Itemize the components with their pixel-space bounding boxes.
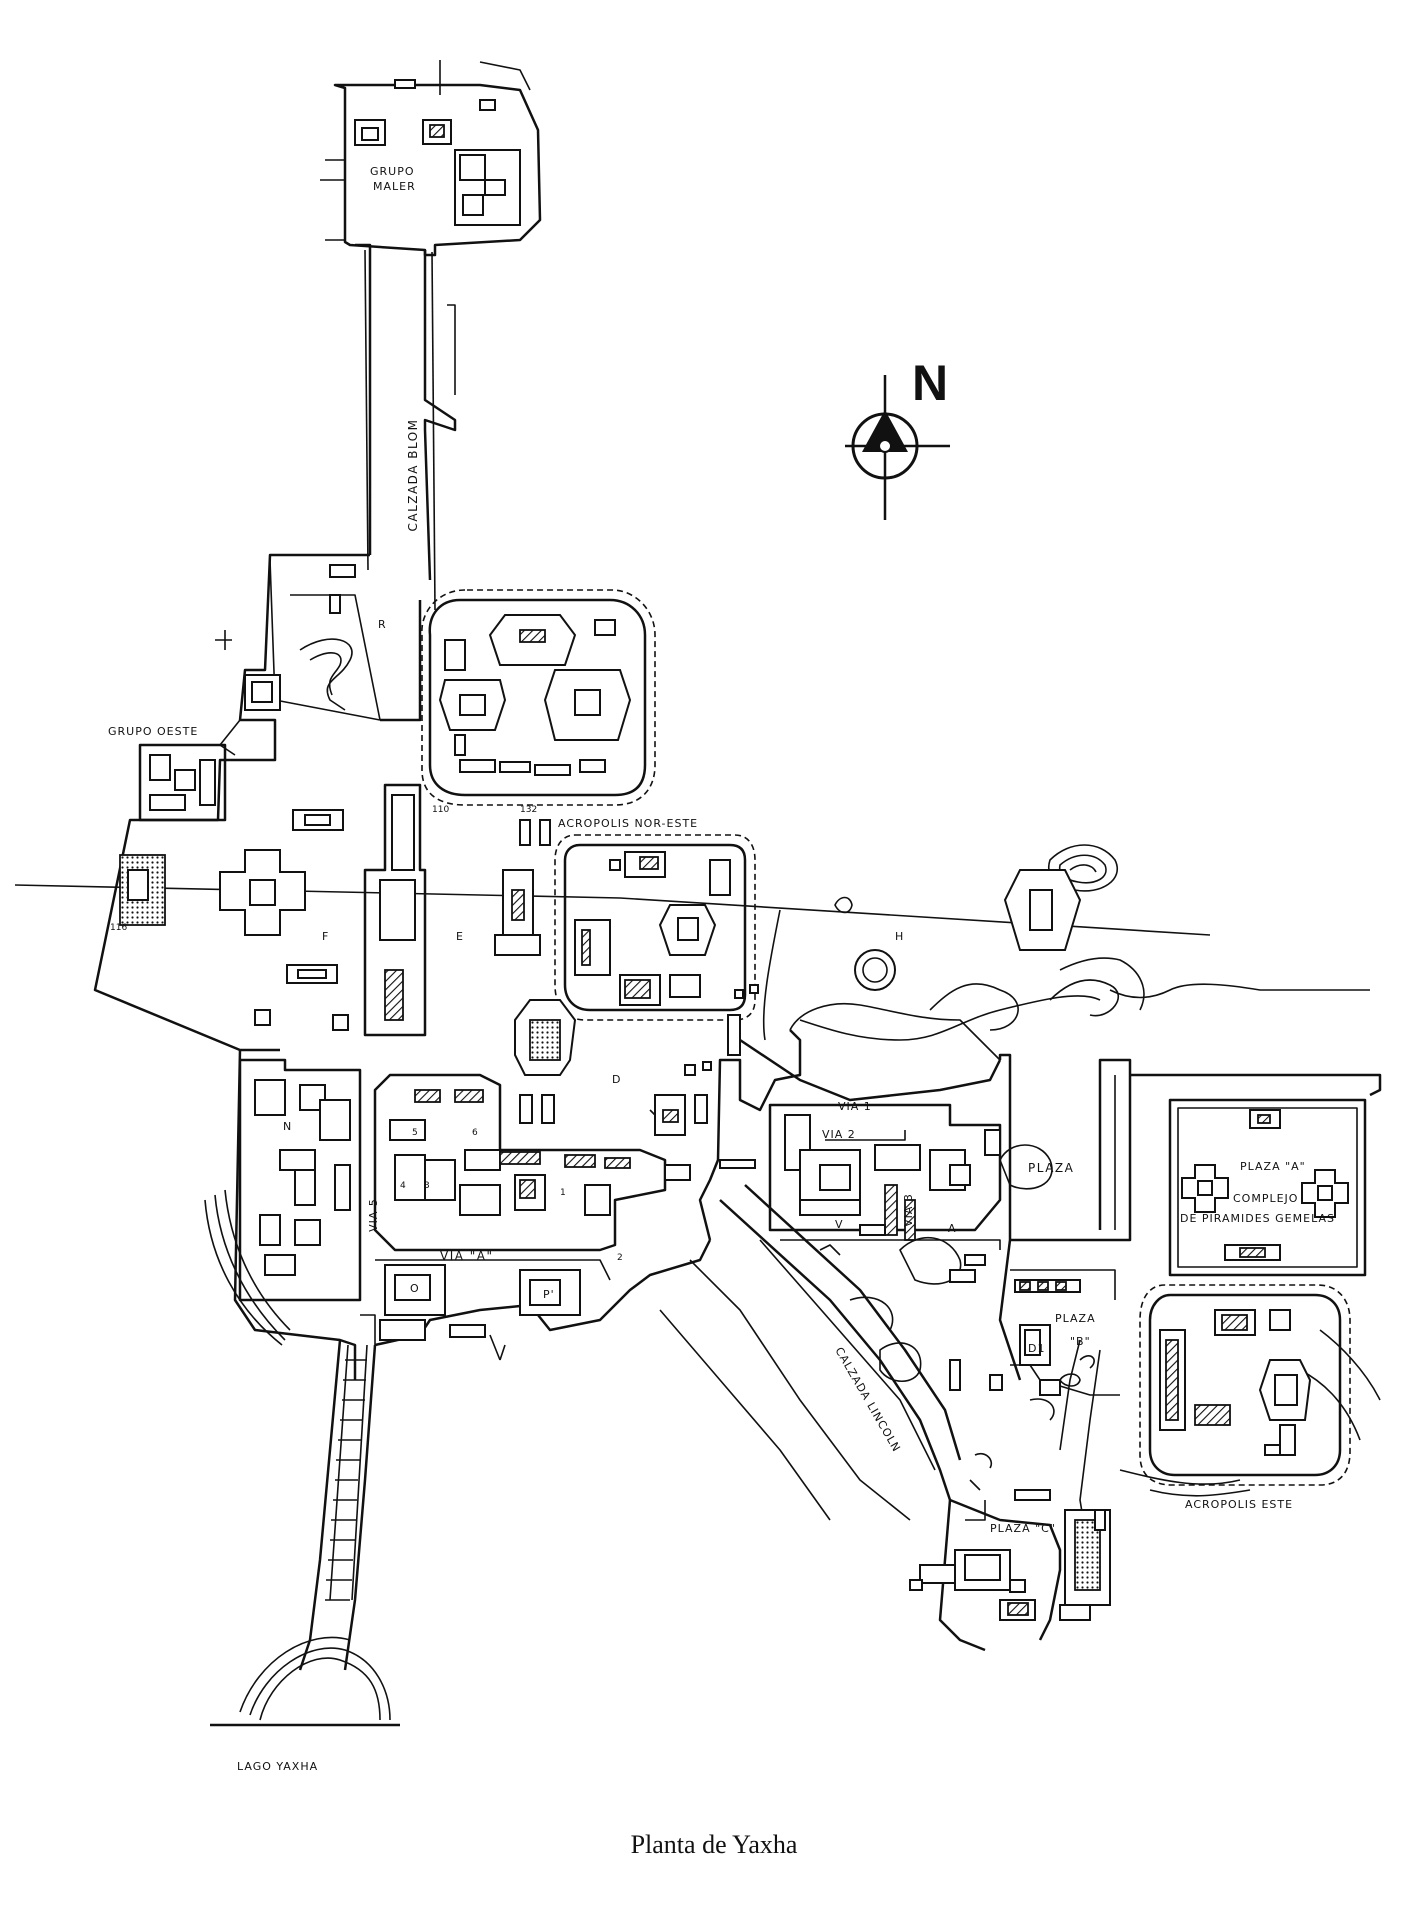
causeway-steps (325, 1359, 367, 1601)
label-calzada-lincoln: CALZADA LINCOLN (832, 1345, 903, 1455)
label-code-d: D (612, 1073, 621, 1086)
acropolis-este (1139, 1284, 1351, 1486)
plaza-b (949, 1269, 1120, 1396)
label-code-h: H (895, 930, 904, 943)
label-via-5: VIA 5 (367, 1198, 380, 1232)
label-plaza-b-2: "B" (1070, 1335, 1091, 1348)
grupo-maler-buildings (354, 79, 521, 226)
label-code-o: O (410, 1282, 420, 1295)
label-code-a: A (948, 1222, 957, 1235)
label-num-116: 116 (110, 923, 127, 933)
label-num-2: 2 (617, 1253, 623, 1263)
label-code-e: E (456, 930, 464, 943)
label-code-v: V (835, 1218, 844, 1231)
plaza-f (219, 809, 349, 1031)
label-num-5: 5 (412, 1128, 418, 1138)
label-via-1: VIA 1 (838, 1100, 872, 1113)
map-caption: Planta de Yaxha (630, 1830, 798, 1859)
label-acropolis-este: ACROPOLIS ESTE (1185, 1498, 1293, 1511)
north-arrow: N (845, 355, 950, 520)
label-num-3: 3 (424, 1181, 430, 1191)
label-num-1: 1 (560, 1188, 566, 1198)
central-south (373, 1073, 756, 1361)
label-plaza: PLAZA (1028, 1161, 1074, 1175)
label-via-a: VIA "A" (440, 1249, 494, 1263)
label-code-f: F (322, 930, 329, 943)
acropolis-nor-este (494, 819, 756, 1021)
label-num-132: 132 (520, 805, 537, 815)
label-plaza-c: PLAZA "C" (990, 1522, 1056, 1535)
label-plaza-b-1: PLAZA (1055, 1312, 1096, 1325)
north-acropolis (421, 589, 656, 806)
label-grupo-oeste: GRUPO OESTE (108, 725, 198, 738)
plaza-e (363, 783, 427, 1037)
label-code-p: P' (543, 1288, 555, 1301)
plaza-c (909, 1452, 1111, 1621)
label-lago-yaxha: LAGO YAXHA (237, 1760, 318, 1773)
central-pyramid (514, 999, 712, 1136)
grupo-r (244, 564, 381, 721)
label-grupo-maler-1: GRUPO (370, 165, 415, 178)
block-n (238, 1058, 362, 1302)
label-complejo-1: COMPLEJO (1233, 1192, 1298, 1205)
label-calzada-blom: CALZADA BLOM (406, 418, 420, 531)
plaza-h (727, 869, 1082, 1056)
label-via-2: VIA 2 (822, 1128, 856, 1141)
north-label: N (912, 355, 948, 411)
terrain-lines (649, 844, 1381, 1497)
label-num-6: 6 (472, 1128, 478, 1138)
label-code-d1: D1 (1028, 1342, 1045, 1355)
grupo-oeste (119, 743, 227, 926)
map-labels: GRUPO MALER CALZADA BLOM GRUPO OESTE ACR… (108, 165, 1335, 1773)
label-grupo-maler-2: MALER (373, 180, 416, 193)
label-acropolis-nor-este: ACROPOLIS NOR-ESTE (558, 817, 698, 830)
label-num-4: 4 (400, 1181, 406, 1191)
via-complex (768, 1103, 1002, 1283)
plaza-a-complex (1168, 1098, 1367, 1277)
label-code-n: N (283, 1120, 292, 1133)
label-num-110: 110 (432, 805, 449, 815)
label-complejo-2: DE PIRAMIDES GEMELAS (1180, 1212, 1335, 1225)
label-via-3: VIA 3 (902, 1193, 915, 1227)
label-plaza-a: PLAZA "A" (1240, 1160, 1306, 1173)
label-code-r: R (378, 618, 387, 631)
